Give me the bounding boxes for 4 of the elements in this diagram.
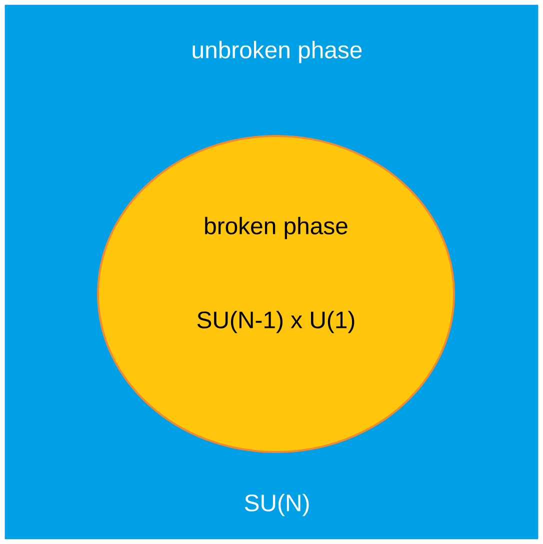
region-label: unbroken phase [192, 40, 362, 64]
region-label: SU(N) [244, 494, 309, 516]
bubble-label: SU(N-1) x U(1) [197, 310, 354, 334]
bubble-label: broken phase [205, 216, 348, 240]
